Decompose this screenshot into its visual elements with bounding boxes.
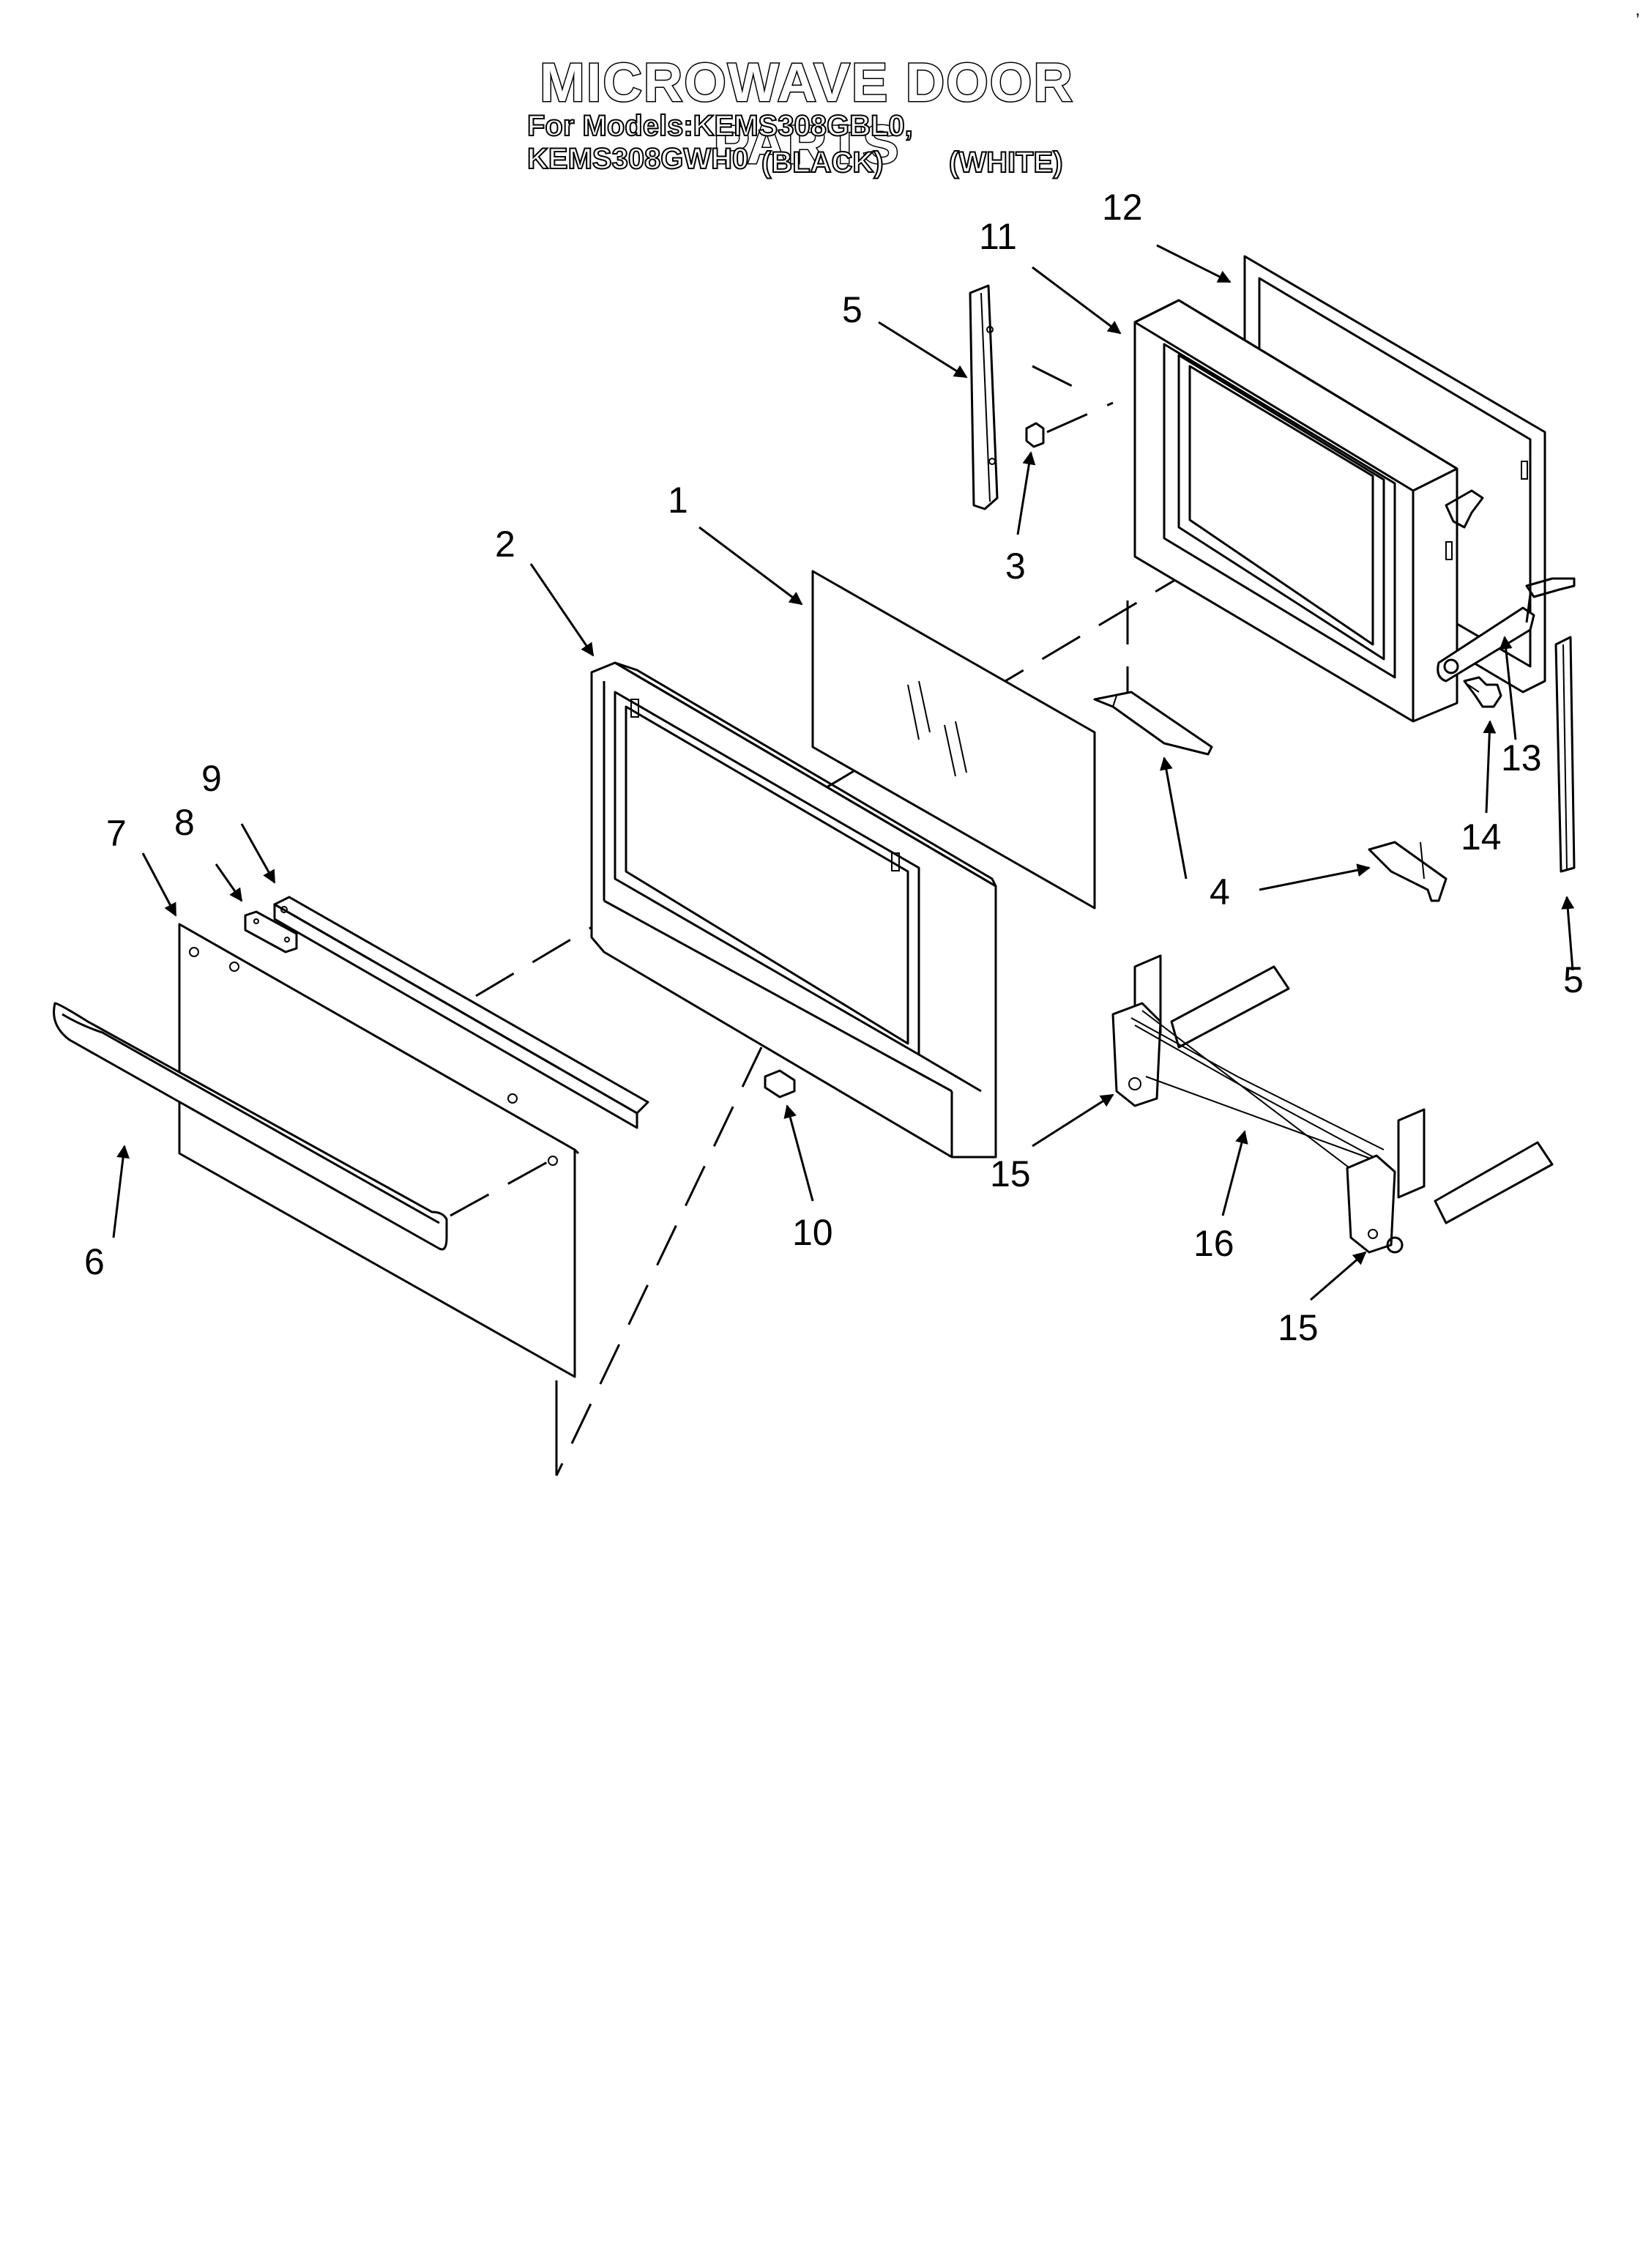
callout-12: 12 [1102,187,1143,228]
part-8-plate [244,910,298,953]
callout-15-left: 15 [990,1153,1031,1194]
part-10-latch [764,1069,796,1098]
part-6-door-handle [53,1002,557,1251]
part-4-lower-bracket [1368,841,1448,902]
callout-5-right: 5 [1563,959,1584,1000]
callout-5-top: 5 [842,289,863,330]
callout-3: 3 [1005,546,1026,587]
part-5-top-choke-strip [969,284,999,510]
callout-labels: 1 2 3 4 5 5 6 7 8 9 10 11 12 13 14 15 15… [84,187,1584,1348]
callout-13: 13 [1501,737,1542,778]
callout-10: 10 [792,1212,833,1253]
part-16-spring [1130,1010,1385,1172]
part-3-clip [1025,422,1045,448]
part-5-right-choke-strip [1554,636,1576,873]
leader-arrows [112,244,1575,1301]
variant-white-label: (WHITE) [948,146,1064,179]
variant-black-label: (BLACK) [761,146,884,179]
callout-16: 16 [1193,1223,1234,1264]
part-14-screw [1463,676,1502,708]
part-1-glass-panel [811,570,1096,910]
callout-6: 6 [84,1241,105,1282]
part-2-door-frame [590,661,997,1159]
callout-9: 9 [201,758,222,799]
callout-1: 1 [668,480,688,521]
callout-2: 2 [495,524,515,565]
part-11-inner-door [1133,299,1484,723]
callout-8: 8 [174,802,195,843]
part-13-hinge-bracket [1437,577,1576,683]
part-9-trim-strip [273,896,649,1129]
corner-mark: , [1635,0,1640,20]
callout-4: 4 [1210,871,1230,912]
models-line: For Models:KEMS308GBL0, KEMS308GWH0 [526,109,914,176]
callout-11: 11 [979,216,1017,257]
part-7-door-panel [178,923,580,1378]
callout-7: 7 [106,813,127,854]
callout-14: 14 [1461,817,1502,858]
part-15-left-hinge [1111,954,1290,1107]
part-4-upper-bracket [1093,691,1213,756]
page-title: MICROWAVE DOOR PARTS [539,51,1074,176]
part-15-right-hinge [1346,1108,1554,1254]
callout-15-right: 15 [1278,1307,1319,1348]
